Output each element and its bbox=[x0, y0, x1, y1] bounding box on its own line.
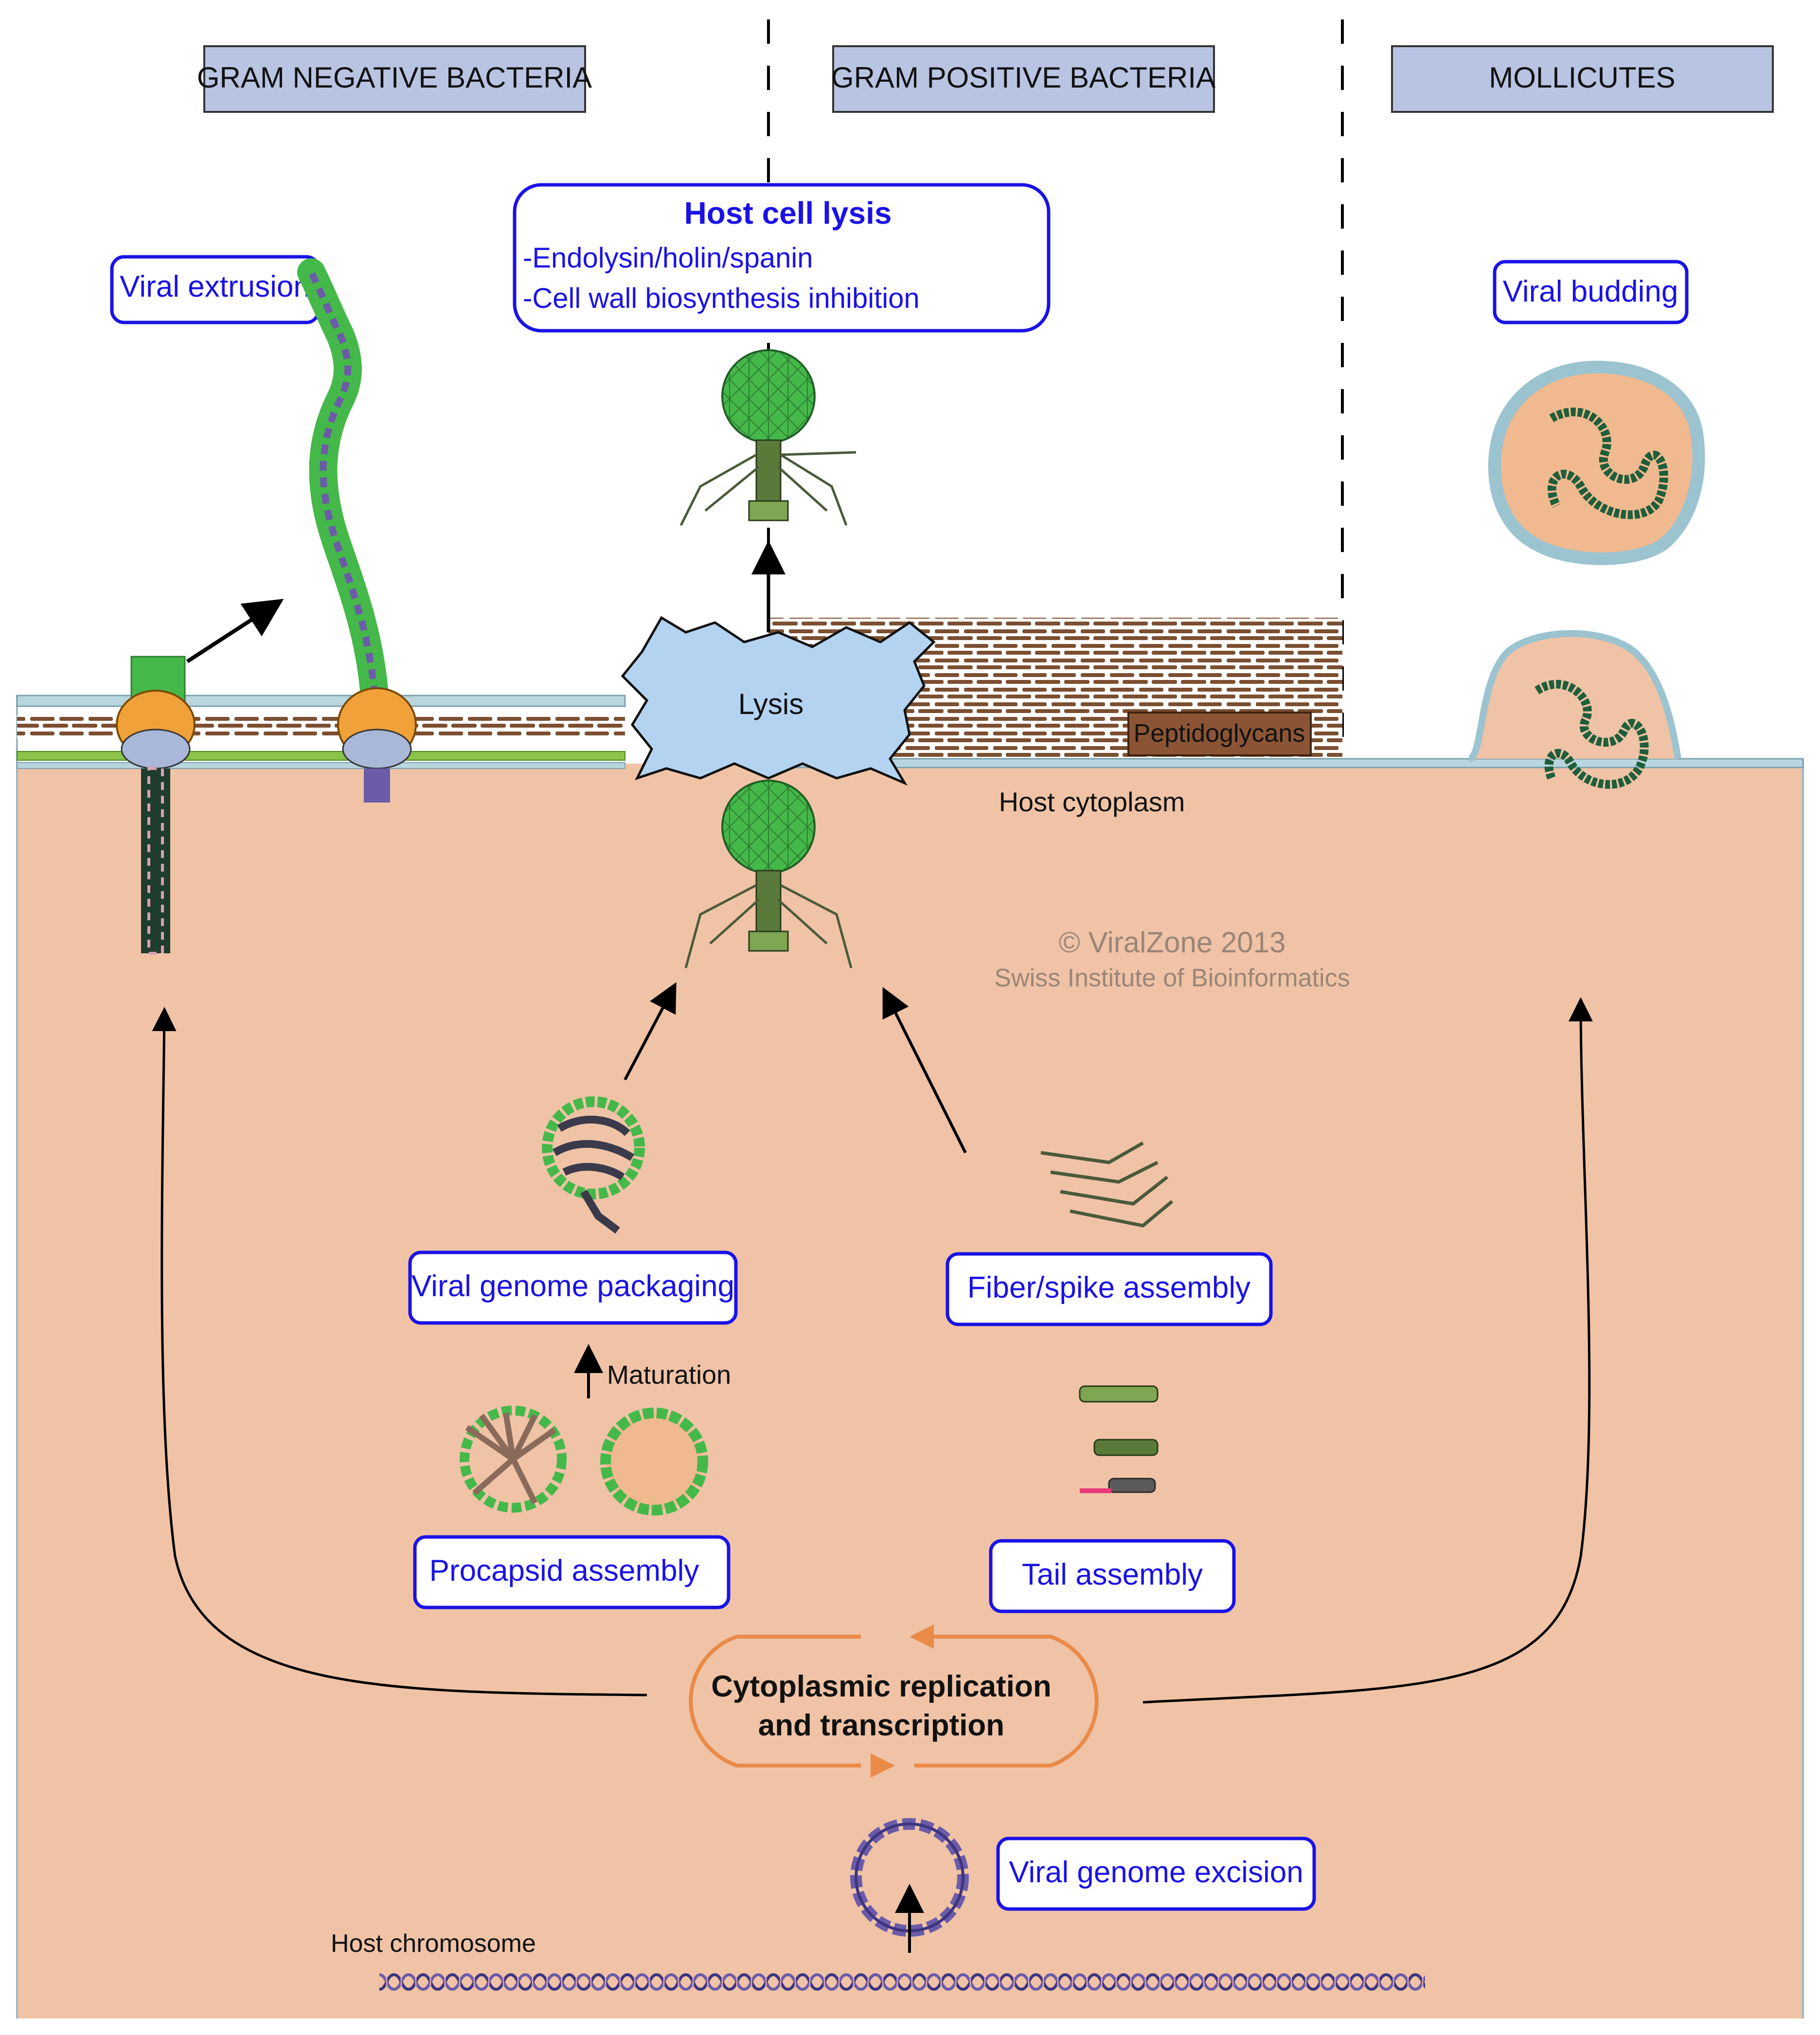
fiber-to-phage-arrow bbox=[882, 987, 967, 1154]
fiber-spike-assembly-label: Fiber/spike assembly bbox=[967, 1271, 1250, 1304]
host-chromosome-label: Host chromosome bbox=[331, 1929, 536, 1958]
header-gram-negative-label: GRAM NEGATIVE BACTERIA bbox=[197, 61, 592, 94]
maturation-label: Maturation bbox=[607, 1360, 731, 1390]
host-cell-lysis-line1: -Endolysin/holin/spanin bbox=[523, 242, 813, 274]
viral-genome-packaging-box: Viral genome packaging bbox=[408, 1250, 738, 1325]
header-gram-positive-label: GRAM POSITIVE BACTERIA bbox=[831, 61, 1215, 94]
budding-virion bbox=[1467, 630, 1681, 789]
budded-virion bbox=[1488, 360, 1705, 565]
replication-to-extrusion-arrow bbox=[152, 1007, 647, 1696]
viral-genome-excision-label: Viral genome excision bbox=[1009, 1856, 1303, 1889]
packaging-to-phage-arrow bbox=[624, 982, 677, 1081]
host-cytoplasm-label: Host cytoplasm bbox=[999, 786, 1185, 817]
assembled-phage bbox=[684, 780, 853, 968]
procapsid-assembly-box: Procapsid assembly bbox=[413, 1535, 731, 1609]
viral-genome-packaging-label: Viral genome packaging bbox=[411, 1269, 734, 1303]
header-mollicutes-label: MOLLICUTES bbox=[1489, 61, 1675, 94]
copyright-line2: Swiss Institute of Bioinformatics bbox=[994, 964, 1350, 992]
lysis-label: Lysis bbox=[738, 688, 803, 720]
header-gram-negative: GRAM NEGATIVE BACTERIA bbox=[197, 45, 592, 113]
extrusion-arrow bbox=[186, 599, 284, 663]
fiber-spike-illustration bbox=[1040, 1141, 1174, 1228]
copyright-line1: © ViralZone 2013 bbox=[1059, 926, 1286, 959]
viral-extrusion-box: Viral extrusion bbox=[110, 255, 321, 324]
host-cytoplasm-area bbox=[17, 764, 1803, 2018]
gram-negative-envelope bbox=[16, 695, 626, 769]
released-phage bbox=[679, 349, 856, 526]
viral-genome-excision-box: Viral genome excision bbox=[996, 1837, 1316, 1911]
tail-assembly-label: Tail assembly bbox=[1022, 1558, 1203, 1591]
lysis-burst: Lysis bbox=[621, 616, 936, 786]
cytoplasmic-replication-cycle: Cytoplasmic replication and transcriptio… bbox=[689, 1624, 1099, 1778]
host-cell-lysis-box: Host cell lysis -Endolysin/holin/spanin … bbox=[513, 183, 1051, 333]
cytoplasmic-replication-line2: and transcription bbox=[758, 1709, 1004, 1742]
header-mollicutes: MOLLICUTES bbox=[1391, 45, 1774, 113]
viral-budding-label: Viral budding bbox=[1503, 275, 1678, 308]
host-chromosome-dna bbox=[379, 1972, 1425, 1997]
procapsid-scaffold-illustration bbox=[460, 1406, 567, 1513]
tail-assembly-box: Tail assembly bbox=[989, 1539, 1236, 1613]
fiber-spike-assembly-box: Fiber/spike assembly bbox=[946, 1252, 1273, 1326]
host-cell-lysis-title: Host cell lysis bbox=[684, 196, 892, 231]
cytoplasmic-replication-line1: Cytoplasmic replication bbox=[711, 1670, 1051, 1703]
peptidoglycans-label: Peptidoglycans bbox=[1134, 719, 1305, 748]
replication-to-budding-arrow bbox=[1142, 997, 1593, 1704]
filamentous-phage-in-membrane bbox=[116, 656, 196, 955]
procapsid-assembly-label: Procapsid assembly bbox=[429, 1554, 699, 1588]
tail-assembly-illustration bbox=[1079, 1385, 1159, 1493]
viral-extrusion-label: Viral extrusion bbox=[120, 270, 310, 303]
filamentous-phage-extruded bbox=[297, 258, 417, 803]
peptidoglycans-tag bbox=[1127, 712, 1312, 756]
header-gram-positive: GRAM POSITIVE BACTERIA bbox=[831, 45, 1215, 113]
procapsid-shell-illustration bbox=[600, 1408, 708, 1516]
viral-budding-box: Viral budding bbox=[1493, 260, 1689, 324]
host-cell-lysis-line2: -Cell wall biosynthesis inhibition bbox=[523, 283, 920, 314]
packaged-genome-illustration bbox=[542, 1096, 645, 1234]
